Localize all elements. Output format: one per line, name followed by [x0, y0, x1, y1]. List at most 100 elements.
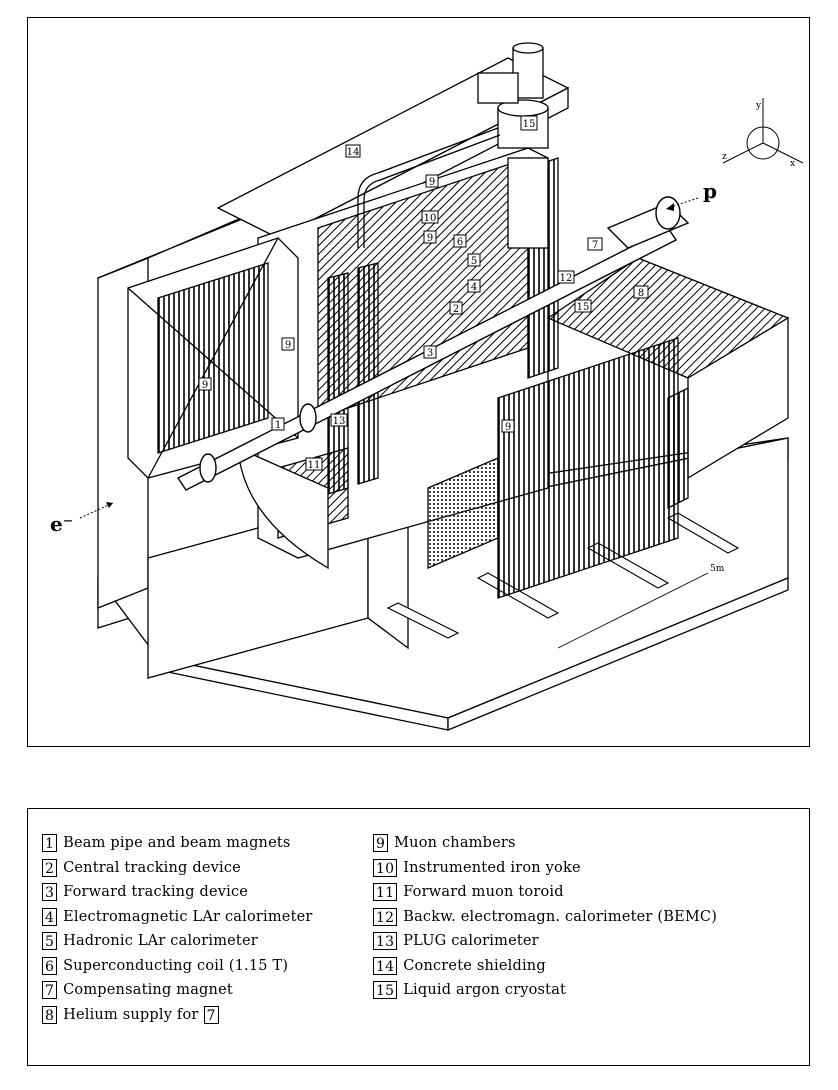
- forward-muon-chambers: [127, 237, 299, 479]
- proton-label: p: [703, 179, 717, 203]
- legend-item: 10 Instrumented iron yoke: [373, 856, 717, 881]
- legend-number: 11: [373, 883, 398, 902]
- axis-label-y: y: [755, 101, 762, 111]
- svg-text:9: 9: [429, 177, 435, 188]
- legend-number: 7: [42, 981, 58, 1000]
- legend-reference-number: 7: [203, 1005, 219, 1024]
- legend-item: 15 Liquid argon cryostat: [373, 978, 717, 1003]
- electron-arrow: e⁻: [50, 502, 114, 536]
- legend-item: 1 Beam pipe and beam magnets: [42, 831, 313, 856]
- legend-text: Instrumented iron yoke: [403, 859, 581, 876]
- svg-text:15: 15: [523, 119, 536, 130]
- legend-text: Compensating magnet: [63, 982, 233, 999]
- callout-9c: 9: [281, 337, 295, 351]
- legend-item: 3 Forward tracking device: [42, 880, 313, 905]
- legend-item: 12 Backw. electromagn. calorimeter (BEMC): [373, 905, 717, 930]
- svg-text:7: 7: [592, 240, 598, 251]
- legend-item: 7 Compensating magnet: [42, 978, 313, 1003]
- legend-number: 2: [42, 858, 58, 877]
- axis-label-z: z: [722, 152, 727, 162]
- legend-text: Electromagnetic LAr calorimeter: [63, 908, 313, 925]
- callout-12: 12: [557, 270, 575, 284]
- scale-bar: 5m: [557, 564, 725, 649]
- legend-text: Liquid argon cryostat: [403, 982, 567, 999]
- legend-column-left: 1 Beam pipe and beam magnets 2 Central tra…: [42, 831, 313, 1027]
- callout-14: 14: [345, 144, 361, 158]
- legend-text: Beam pipe and beam magnets: [63, 835, 291, 852]
- callout-3: 3: [423, 345, 437, 359]
- legend-number: 8: [42, 1005, 58, 1024]
- beam-pipe: [176, 196, 690, 491]
- svg-text:1: 1: [275, 420, 281, 431]
- legend-text: Backw. electromagn. calorimeter (BEMC): [403, 908, 718, 925]
- callout-9a: 9: [425, 174, 439, 188]
- forward-muon-toroid: [237, 446, 349, 570]
- legend-text: Forward tracking device: [63, 884, 249, 901]
- legend-item: 14 Concrete shielding: [373, 954, 717, 979]
- callout-5: 5: [467, 253, 481, 267]
- legend-number: 13: [373, 932, 398, 951]
- legend-text: Superconducting coil (1.15 T): [63, 957, 289, 974]
- legend-number: 14: [373, 956, 398, 975]
- detector-drawing: 14 9 15 10 9 6 5 4 12 7 8 2 15 9 3 9 13 …: [50, 42, 804, 731]
- legend-item: 6 Superconducting coil (1.15 T): [42, 954, 313, 979]
- svg-text:14: 14: [347, 147, 360, 158]
- legend-number: 12: [373, 907, 398, 926]
- callout-2: 2: [449, 301, 463, 315]
- callout-9b: 9: [423, 230, 437, 244]
- svg-text:2: 2: [453, 304, 459, 315]
- legend-number: 3: [42, 883, 58, 902]
- coordinate-axes: y x z: [722, 98, 804, 169]
- svg-text:10: 10: [424, 213, 437, 224]
- proton-arrow: p: [666, 179, 717, 211]
- callout-8: 8: [633, 285, 649, 299]
- svg-text:8: 8: [638, 288, 644, 299]
- callout-9d: 9: [198, 377, 212, 391]
- svg-text:6: 6: [457, 237, 463, 248]
- legend-item: 2 Central tracking device: [42, 856, 313, 881]
- callout-1: 1: [271, 417, 285, 431]
- legend-number: 6: [42, 956, 58, 975]
- scale-label: 5m: [710, 564, 725, 574]
- legend-item: 13 PLUG calorimeter: [373, 929, 717, 954]
- electron-label: e⁻: [50, 512, 73, 536]
- legend-number: 10: [373, 858, 398, 877]
- svg-text:9: 9: [285, 340, 291, 351]
- callout-15b: 15: [574, 299, 592, 313]
- legend-text: Helium supply for: [63, 1006, 199, 1023]
- svg-text:13: 13: [333, 416, 346, 427]
- svg-text:3: 3: [427, 348, 433, 359]
- legend-box: 1 Beam pipe and beam magnets 2 Central tra…: [27, 808, 810, 1066]
- callout-13: 13: [330, 413, 348, 427]
- svg-text:4: 4: [471, 282, 477, 293]
- callout-labels: 14 9 15 10 9 6 5 4 12 7 8 2 15 9 3 9 13 …: [198, 115, 649, 471]
- svg-text:5: 5: [471, 256, 477, 267]
- svg-text:9: 9: [505, 422, 511, 433]
- helium-supply-pipe: [357, 72, 519, 248]
- legend-text: Muon chambers: [394, 835, 516, 852]
- legend-item: 11 Forward muon toroid: [373, 880, 717, 905]
- backward-end-cap: [427, 257, 790, 569]
- callout-15: 15: [520, 115, 538, 131]
- legend-text: Concrete shielding: [403, 957, 546, 974]
- legend-number: 15: [373, 981, 398, 1000]
- callout-9e: 9: [501, 419, 515, 433]
- svg-text:11: 11: [308, 460, 321, 471]
- legend-text: Forward muon toroid: [403, 884, 564, 901]
- callout-11: 11: [305, 457, 323, 471]
- legend-text: Central tracking device: [63, 859, 241, 876]
- axis-label-x: x: [790, 159, 795, 169]
- legend-number: 1: [42, 834, 58, 853]
- legend-number: 4: [42, 907, 58, 926]
- callout-7: 7: [587, 237, 603, 251]
- legend-item: 9 Muon chambers: [373, 831, 717, 856]
- legend-number: 5: [42, 932, 58, 951]
- legend-text: PLUG calorimeter: [403, 933, 539, 950]
- svg-text:9: 9: [427, 233, 433, 244]
- legend-number: 9: [373, 834, 389, 853]
- callout-6: 6: [453, 234, 467, 248]
- svg-text:12: 12: [560, 273, 573, 284]
